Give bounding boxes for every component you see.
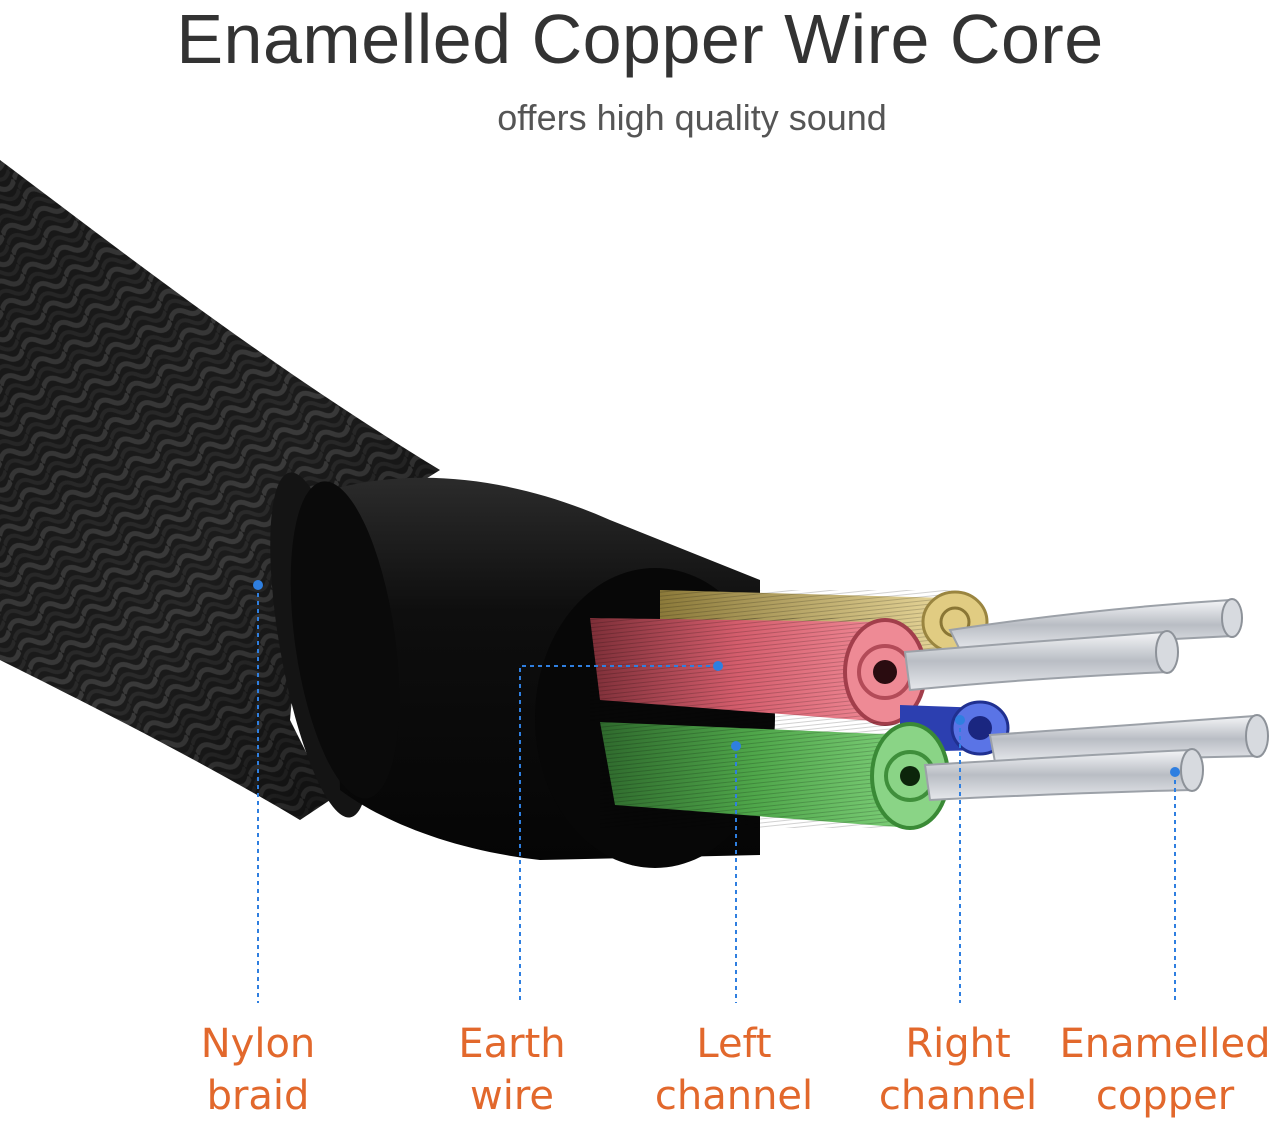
page-title: Enamelled Copper Wire Core [176,0,1104,78]
page-subtitle: offers high quality sound [497,97,887,138]
enamelled-copper-marker [1170,767,1180,777]
earth-wire-leader [519,665,718,1003]
nylon-braid-marker [253,580,263,590]
right-channel-marker [955,715,965,725]
earth-wire-marker [713,661,723,671]
left-channel-marker [731,741,741,751]
copper-conductor-4 [923,748,1195,802]
